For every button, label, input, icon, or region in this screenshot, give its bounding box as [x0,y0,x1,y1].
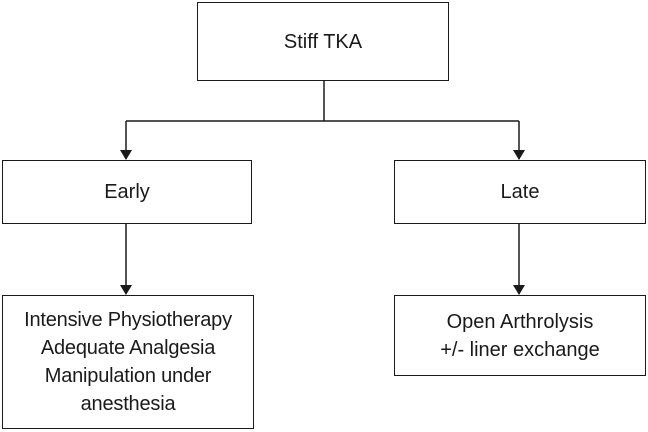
early-treatment-node: Intensive Physiotherapy Adequate Analges… [2,295,254,429]
early-node-label: Early [104,181,150,203]
early-treatment-line: Intensive Physiotherapy [24,309,232,331]
early-node: Early [2,160,252,224]
late-treatment-line: +/- liner exchange [440,338,600,361]
early-treatment-line: Adequate Analgesia [40,337,216,359]
late-node: Late [394,160,646,224]
early-treatment-line: Manipulation under [44,365,212,387]
root-node: Stiff TKA [197,2,449,81]
late-treatment-node: Open Arthrolysis +/- liner exchange [394,295,646,376]
early-treatment-line: anesthesia [80,393,176,415]
late-node-label: Late [500,181,540,203]
late-treatment-line: Open Arthrolysis [446,310,594,333]
root-node-label: Stiff TKA [283,30,363,53]
